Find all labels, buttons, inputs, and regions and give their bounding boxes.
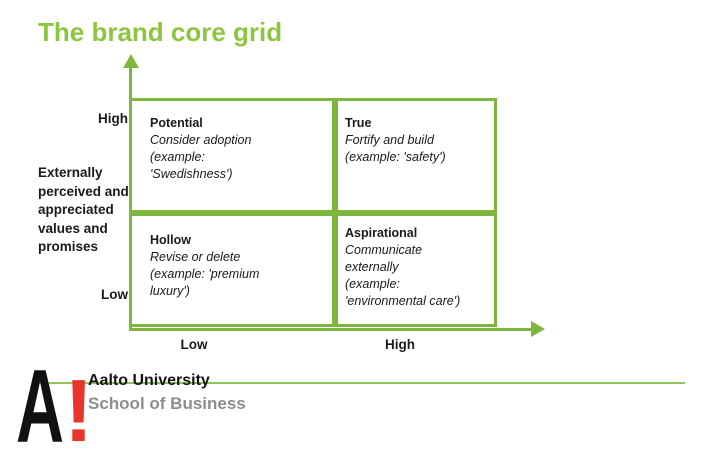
quadrant-potential: Potential Consider adoption (example: 'S… xyxy=(129,98,335,213)
y-axis-arrowhead-icon xyxy=(123,54,139,68)
quadrant-title: Potential xyxy=(150,116,203,130)
quadrant-text-line: 'environmental care') xyxy=(345,294,461,308)
quadrant-text-line: (example: 'safety') xyxy=(345,150,446,164)
x-axis-line xyxy=(129,328,532,331)
x-axis-high-label: High xyxy=(385,337,415,352)
quadrant-text-line: Consider adoption xyxy=(150,133,252,147)
quadrant-text-line: (example: 'premium xyxy=(150,267,260,281)
quadrant-text-line: Fortify and build xyxy=(345,133,434,147)
quadrant-text-line: Revise or delete xyxy=(150,250,241,264)
quadrant-text-line: externally xyxy=(345,260,399,274)
quadrant-aspirational: Aspirational Communicate externally (exa… xyxy=(335,213,497,327)
quadrant-title: Aspirational xyxy=(345,226,418,240)
slide-title: The brand core grid xyxy=(38,17,283,47)
quadrant-text-line: 'Swedishness') xyxy=(150,167,233,181)
quadrant-true: True Fortify and build (example: 'safety… xyxy=(335,98,497,213)
school-of-business-label: School of Business xyxy=(88,394,246,413)
x-axis-arrowhead-icon xyxy=(531,321,545,337)
quadrant-text-line: Communicate xyxy=(345,243,423,257)
y-axis-low-label: Low xyxy=(101,287,128,302)
aalto-logo-text: Aalto University School of Business xyxy=(88,369,246,415)
y-axis-title: Externally perceived and appreciated val… xyxy=(38,165,129,254)
aalto-university-label: Aalto University xyxy=(88,372,210,389)
aalto-logo-exclamation: ! xyxy=(64,361,93,450)
x-axis-low-label: Low xyxy=(180,337,208,352)
quadrant-text-line: luxury') xyxy=(150,284,190,298)
aalto-logo-letter: A xyxy=(16,355,64,450)
footer-rule xyxy=(33,382,685,384)
quadrant-text-line: (example: xyxy=(150,150,205,164)
quadrant-hollow: Hollow Revise or delete (example: 'premi… xyxy=(129,213,335,327)
aalto-logo-mark: A ! xyxy=(16,355,93,450)
quadrant-title: Hollow xyxy=(150,233,191,247)
quadrant-text-line: (example: xyxy=(345,277,400,291)
quadrant-title: True xyxy=(345,116,372,130)
y-axis-high-label: High xyxy=(98,111,128,126)
